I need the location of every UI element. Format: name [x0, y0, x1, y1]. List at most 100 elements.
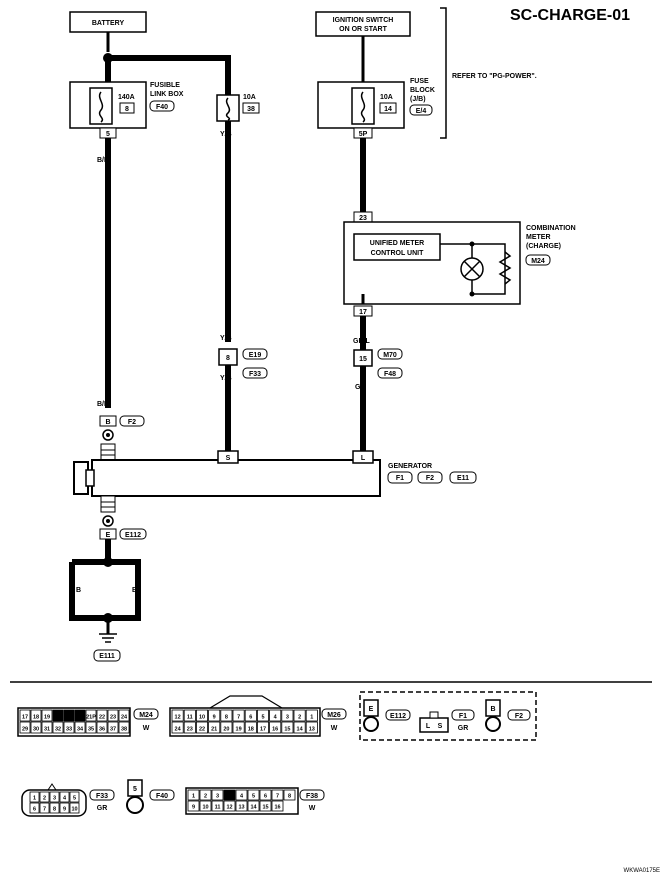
m24-cavity [52, 721, 64, 734]
f38-cavity [247, 789, 260, 801]
m26-cavity [305, 709, 318, 722]
f33-conn: F33 [249, 371, 261, 378]
ground-stud [100, 495, 116, 513]
battery-label: BATTERY [92, 20, 125, 27]
f2-legend-id: F2 [515, 713, 523, 720]
f38-pin-label: 5 [252, 794, 255, 800]
m26-cavity [171, 721, 184, 734]
f2-legend-term: B [490, 706, 495, 713]
fuse-14 [351, 87, 375, 125]
f33-pin-label: 7 [43, 807, 46, 813]
e112-legend-term: E [369, 706, 374, 713]
legend-dashed-box [359, 691, 537, 741]
m24-pin-label: 37 [110, 727, 116, 733]
fuse-38-amp: 10A [243, 94, 256, 101]
e112-eyelet-icon [363, 716, 379, 732]
m24-pin-label: 29 [22, 727, 28, 733]
m26-pin-label: 21 [211, 727, 217, 733]
m24-pin-label: 24 [121, 715, 128, 721]
gen-conn-f1-badge [387, 471, 413, 484]
m24-cavity [118, 721, 130, 734]
f33-legend-badge [89, 789, 115, 801]
fuse-38-num-box [242, 102, 260, 114]
m26-pin-label: 23 [187, 727, 193, 733]
f33-cavity [59, 791, 70, 803]
m26-cavity [269, 709, 282, 722]
gen-conn-e11-badge [449, 471, 477, 484]
m26-cavity [208, 709, 221, 722]
m26-pin-label: 7 [237, 715, 240, 721]
f38-cavity [199, 800, 212, 812]
m26-cavity [232, 709, 245, 722]
m26-cavity [281, 709, 294, 722]
m70-term: 15 [359, 356, 367, 363]
f1-legend-color: GR [458, 725, 469, 732]
m24-pin-label: 22 [99, 715, 105, 721]
m26-pin-label: 10 [199, 715, 205, 721]
m26-cavity [195, 709, 208, 722]
fusible-num-box [119, 102, 135, 114]
m26-pin-label: 16 [272, 727, 278, 733]
power-wire-right [108, 55, 231, 95]
m26-cavity [208, 721, 221, 734]
m26-cavity [281, 721, 294, 734]
f38-pin-label: 9 [192, 805, 195, 811]
m26-color: W [331, 725, 338, 732]
m26-pin-label: 2 [298, 715, 301, 721]
m24-id: M24 [139, 712, 153, 719]
m24-color: W [143, 725, 150, 732]
m24-cavity [85, 721, 97, 734]
f38-cavity [235, 800, 248, 812]
f40-badge [149, 789, 175, 801]
m24-cavity [74, 721, 86, 734]
m24-cavity [41, 709, 53, 722]
e112-badge [119, 528, 147, 540]
grl-label: GR/L [353, 338, 370, 345]
f1-legend-id: F1 [459, 713, 467, 720]
f1-legend-term-l: L [426, 723, 431, 730]
f38-cavity [235, 789, 248, 801]
fuse-14-symbol [360, 91, 366, 123]
m24-cavity [52, 709, 64, 722]
m26-cavity [220, 721, 233, 734]
m26-cavity [293, 721, 306, 734]
f33-cavity [69, 802, 80, 814]
m24-pin-label: 33 [66, 727, 72, 733]
fuse-14-num-box [379, 102, 397, 114]
ground-wire-right-label: B [132, 587, 137, 594]
m26-badge [321, 708, 347, 720]
fuse-block-conn-badge [409, 104, 433, 116]
m26-pin-label: 4 [274, 715, 278, 721]
f38-cavity [211, 800, 224, 812]
m26-cavity [293, 709, 306, 722]
m24-cavity [85, 709, 97, 722]
f38-cavity [223, 800, 236, 812]
m24-pin-label: 38 [121, 727, 127, 733]
m24-pin-label: 32 [55, 727, 61, 733]
m26-pin-label: 1 [310, 715, 313, 721]
resistor-icon [498, 251, 512, 285]
m26-pin-label: 3 [286, 715, 289, 721]
m26-cavity [269, 721, 282, 734]
f38-cavity [259, 800, 272, 812]
m24-cavity [30, 721, 42, 734]
f48-badge [377, 367, 403, 379]
refer-text: REFER TO "PG-POWER". [452, 73, 537, 80]
e112-legend-badge [385, 709, 411, 721]
m26-cavity [232, 721, 245, 734]
legend-f40: 5 F40 [126, 779, 175, 814]
m24-cavity [74, 709, 86, 722]
m24-cavity [63, 709, 75, 722]
generator-label: GENERATOR [388, 463, 432, 470]
gen-conn-e11: E11 [457, 475, 469, 482]
br-label-1: B/R [97, 157, 109, 164]
f33-pin-label: 4 [63, 796, 67, 802]
m24-cavity [19, 721, 31, 734]
m26-cavity [244, 721, 257, 734]
fusible-num: 8 [125, 106, 129, 113]
fusible-conn-badge [149, 100, 175, 112]
fusible-label2: LINK BOX [150, 91, 184, 98]
e111-badge [93, 649, 121, 662]
